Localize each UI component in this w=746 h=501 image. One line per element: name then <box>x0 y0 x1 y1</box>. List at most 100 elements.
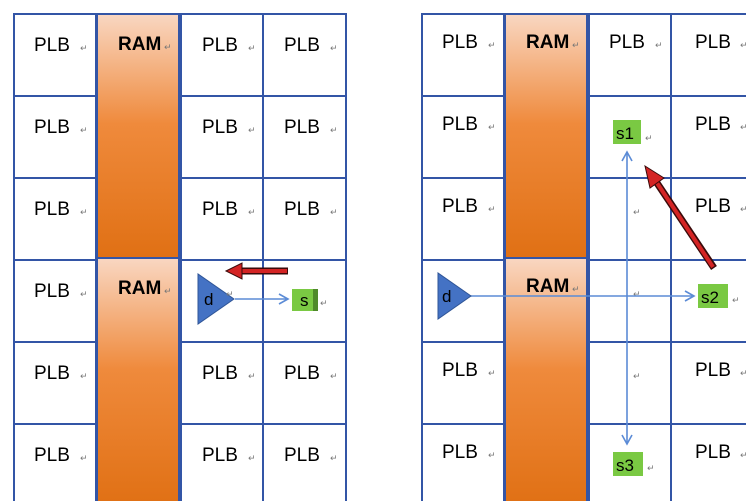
plb-cell <box>13 423 97 501</box>
plb-cell <box>13 13 97 97</box>
ram-block-top <box>504 13 588 259</box>
plb-label: PLB <box>695 360 731 381</box>
mark-glyph: ↵ <box>633 208 641 218</box>
plb-label: PLB <box>202 199 238 220</box>
mark-glyph: ↵ <box>633 290 641 300</box>
plb-cell <box>13 95 97 179</box>
ram-block-top <box>96 13 180 259</box>
plb-label: PLB <box>34 281 70 302</box>
mark-glyph: ↵ <box>330 372 338 382</box>
plb-label: PLB <box>695 442 731 463</box>
plb-label: PLB <box>202 445 238 466</box>
plb-cell <box>670 341 746 425</box>
mark-glyph: ↵ <box>488 205 496 215</box>
sink-label-s1: s1 <box>616 124 634 143</box>
plb-label: PLB <box>34 117 70 138</box>
red-arrow-head <box>644 164 665 189</box>
plb-cell <box>180 13 264 97</box>
plb-label: PLB <box>609 32 645 53</box>
mark-glyph: ↵ <box>330 454 338 464</box>
plb-cell <box>670 423 746 501</box>
mark-glyph: ↵ <box>330 44 338 54</box>
mark-glyph: ↵ <box>740 123 746 133</box>
sink-label-s2: s2 <box>701 288 719 307</box>
plb-cell <box>180 341 264 425</box>
plb-label: PLB <box>695 32 731 53</box>
mark-glyph: ↵ <box>248 454 256 464</box>
mark-glyph: ↵ <box>80 44 88 54</box>
red-arrow-head <box>224 262 243 280</box>
ram-label: RAM <box>526 276 569 297</box>
plb-cell <box>180 423 264 501</box>
mark-glyph: ↵ <box>655 41 663 51</box>
mark-glyph: ↵ <box>80 454 88 464</box>
plb-cell <box>421 95 505 179</box>
mark-glyph: ↵ <box>572 285 580 295</box>
plb-cell <box>421 13 505 97</box>
plb-cell <box>670 13 746 97</box>
mark-glyph: ↵ <box>248 372 256 382</box>
plb-label: PLB <box>202 363 238 384</box>
plb-label: PLB <box>442 114 478 135</box>
sink-label: s <box>300 291 309 310</box>
mark-glyph: ↵ <box>572 41 580 51</box>
plb-label: PLB <box>284 35 320 56</box>
plb-label: PLB <box>284 445 320 466</box>
plb-label: PLB <box>284 363 320 384</box>
plb-label: PLB <box>442 442 478 463</box>
plb-cell <box>670 95 746 179</box>
mark-glyph: ↵ <box>248 208 256 218</box>
sink-node <box>292 289 318 311</box>
plb-cell <box>180 95 264 179</box>
plb-label: PLB <box>34 363 70 384</box>
left-grid: PLB PLB PLB PLB PLB PLB ↵ ↵ ↵ ↵ ↵ ↵ RAM … <box>13 13 347 501</box>
plb-cell <box>421 423 505 501</box>
plb-label: PLB <box>34 199 70 220</box>
mark-glyph: ↵ <box>80 208 88 218</box>
right-grid: PLB PLB PLB PLB PLB ↵ ↵ ↵ ↵ ↵ RAM ↵ RAM … <box>421 13 746 501</box>
mark-glyph: ↵ <box>164 43 172 53</box>
ram-label: RAM <box>118 34 161 55</box>
sink-node-s2 <box>698 284 728 308</box>
plb-label: PLB <box>202 117 238 138</box>
plb-label: PLB <box>34 35 70 56</box>
plb-cell <box>588 341 672 425</box>
plb-cell <box>421 177 505 261</box>
mark-glyph: ↵ <box>80 372 88 382</box>
driver-triangle-icon <box>197 273 235 325</box>
mark-glyph: ↵ <box>488 369 496 379</box>
plb-cell <box>588 13 672 97</box>
mark-glyph: ↵ <box>330 208 338 218</box>
driver-label: d <box>442 287 451 306</box>
mark-glyph: ↵ <box>80 126 88 136</box>
mark-glyph: ↵ <box>80 290 88 300</box>
sink-node-shade <box>313 289 318 311</box>
ram-block-bottom <box>504 257 588 501</box>
driver-triangle-icon <box>437 272 472 320</box>
mark-glyph: ↵ <box>740 451 746 461</box>
mark-glyph: ↵ <box>645 134 653 144</box>
sink-node-s3 <box>613 452 643 476</box>
sink-node-s1 <box>613 120 641 144</box>
plb-cell <box>421 341 505 425</box>
plb-label: PLB <box>34 445 70 466</box>
mark-glyph: ↵ <box>164 287 172 297</box>
mark-glyph: ↵ <box>330 126 338 136</box>
mark-glyph: ↵ <box>226 290 234 300</box>
mark-glyph: ↵ <box>488 41 496 51</box>
sink-label-s3: s3 <box>616 456 634 475</box>
plb-label: PLB <box>284 117 320 138</box>
mark-glyph: ↵ <box>320 299 328 309</box>
plb-cell <box>588 259 672 343</box>
mark-glyph: ↵ <box>740 369 746 379</box>
plb-label: PLB <box>442 32 478 53</box>
ram-block-bottom <box>96 257 180 501</box>
plb-label: PLB <box>202 35 238 56</box>
plb-label: PLB <box>695 196 731 217</box>
ram-label: RAM <box>118 278 161 299</box>
mark-glyph: ↵ <box>740 41 746 51</box>
mark-glyph: ↵ <box>740 205 746 215</box>
mark-glyph: ↵ <box>488 451 496 461</box>
plb-cell <box>262 341 347 425</box>
